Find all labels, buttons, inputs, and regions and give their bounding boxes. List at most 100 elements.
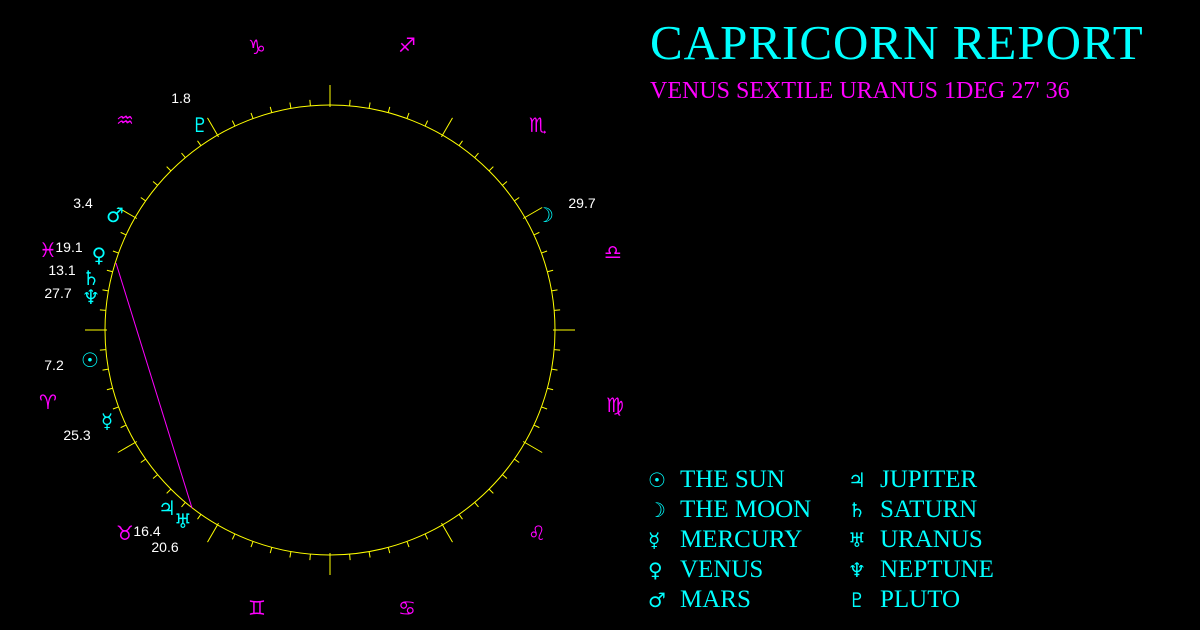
saturn-icon: ♄ [848, 498, 866, 522]
minor-tick [309, 554, 311, 561]
minor-tick [533, 424, 540, 429]
planet-degree-label: 7.2 [44, 357, 64, 373]
minor-tick [488, 488, 494, 494]
legend-label: NEPTUNE [880, 556, 994, 583]
minor-tick [140, 197, 146, 202]
cancer-icon: ♋ [398, 596, 416, 620]
minor-tick [424, 533, 429, 540]
moon-icon: ☽ [648, 498, 666, 522]
minor-tick [488, 166, 494, 172]
minor-tick [231, 120, 236, 127]
major-tick [522, 207, 543, 219]
aries-icon: ♈ [39, 390, 57, 414]
minor-tick [541, 250, 548, 254]
virgo-icon: ♍ [606, 393, 624, 417]
moon-icon: ☽ [536, 203, 554, 227]
minor-tick [547, 269, 554, 273]
jupiter-icon: ♃ [158, 496, 176, 520]
major-tick [441, 522, 453, 543]
minor-tick [502, 474, 508, 479]
legend-label: THE SUN [680, 466, 785, 493]
venus-icon: ♀ [648, 558, 663, 582]
minor-tick [197, 140, 202, 146]
planet-degree-label: 13.1 [48, 262, 75, 278]
minor-tick [554, 349, 561, 351]
minor-tick [424, 120, 429, 127]
legend-item: ☽THE MOON [648, 496, 848, 524]
minor-tick [514, 458, 520, 463]
saturn-icon: ♄ [82, 266, 100, 290]
sagittarius-icon: ♐ [398, 33, 416, 57]
major-tick [117, 441, 138, 453]
astrology-wheel: ♑♐♏♎♍♌♋♊♉♈♓♒ ♇1.8☽29.7♂3.4♀19.1♄13.1♆27.… [39, 33, 624, 620]
minor-tick [269, 106, 273, 113]
legend-item: ♀ VENUS [648, 556, 848, 584]
major-tick [207, 117, 219, 138]
legend-item: ☉ THE SUN [648, 466, 848, 494]
minor-tick [406, 112, 410, 119]
pluto-icon: ♇ [848, 588, 866, 612]
major-tick [441, 117, 453, 138]
sun-icon: ☉ [81, 348, 99, 372]
minor-tick [349, 554, 351, 561]
legend-label: VENUS [680, 556, 764, 583]
uranus-icon: ♅ [848, 528, 866, 552]
minor-tick [533, 231, 540, 236]
legend-item: ♇PLUTO [848, 586, 1048, 614]
legend-label: SATURN [880, 496, 978, 523]
minor-tick [181, 152, 186, 158]
mercury-icon: ☿ [101, 409, 113, 433]
minor-tick [502, 181, 508, 186]
minor-tick [349, 99, 351, 106]
planet-legend: ☉ THE SUN ♃ JUPITER ☽THE MOON ♄ SATURN ☿MER… [648, 466, 1048, 614]
minor-tick [99, 309, 106, 311]
leo-icon: ♌ [528, 521, 546, 545]
legend-item: ♅URANUS [848, 526, 1048, 554]
minor-tick [140, 458, 146, 463]
scorpio-icon: ♏ [529, 113, 547, 137]
minor-tick [166, 488, 172, 494]
minor-tick [514, 197, 520, 202]
jupiter-icon: ♃ [848, 468, 866, 492]
major-tick [207, 522, 219, 543]
neptune-icon: ♆ [848, 558, 866, 582]
minor-tick [387, 106, 391, 113]
sun-icon: ☉ [648, 468, 666, 492]
minor-tick [102, 368, 109, 371]
minor-tick [112, 250, 119, 254]
libra-icon: ♎ [604, 240, 622, 264]
minor-tick [250, 112, 254, 119]
pluto-icon: ♇ [191, 113, 209, 137]
aspect-line-venus-uranus [115, 262, 193, 509]
legend-label: MERCURY [680, 526, 803, 553]
minor-tick [112, 406, 119, 410]
minor-tick [102, 289, 109, 292]
planet-degree-label: 25.3 [63, 427, 90, 443]
mars-icon: ♂ [106, 203, 124, 227]
minor-tick [554, 309, 561, 311]
minor-tick [458, 514, 463, 520]
major-tick [522, 441, 543, 453]
legend-item: ♂ MARS [648, 586, 848, 614]
minor-tick [166, 166, 172, 172]
minor-tick [474, 502, 479, 508]
minor-tick [120, 424, 127, 429]
major-tick [117, 207, 138, 219]
planet-degree-label: 29.7 [568, 195, 595, 211]
pisces-icon: ♓ [39, 238, 57, 262]
wheel-ticks [85, 85, 575, 575]
planet-degree-label: 27.7 [44, 285, 71, 301]
minor-tick [406, 541, 410, 548]
planet-degree-label: 3.4 [73, 195, 93, 211]
minor-tick [547, 387, 554, 391]
minor-tick [541, 406, 548, 410]
legend-item: ☿MERCURY [648, 526, 848, 554]
legend-label: JUPITER [880, 466, 978, 493]
legend-label: MARS [680, 586, 751, 613]
minor-tick [250, 541, 254, 548]
legend-item: ♄ SATURN [848, 496, 1048, 524]
planet-degree-label: 1.8 [171, 90, 191, 106]
mars-icon: ♂ [648, 588, 666, 612]
minor-tick [152, 181, 158, 186]
minor-tick [474, 152, 479, 158]
